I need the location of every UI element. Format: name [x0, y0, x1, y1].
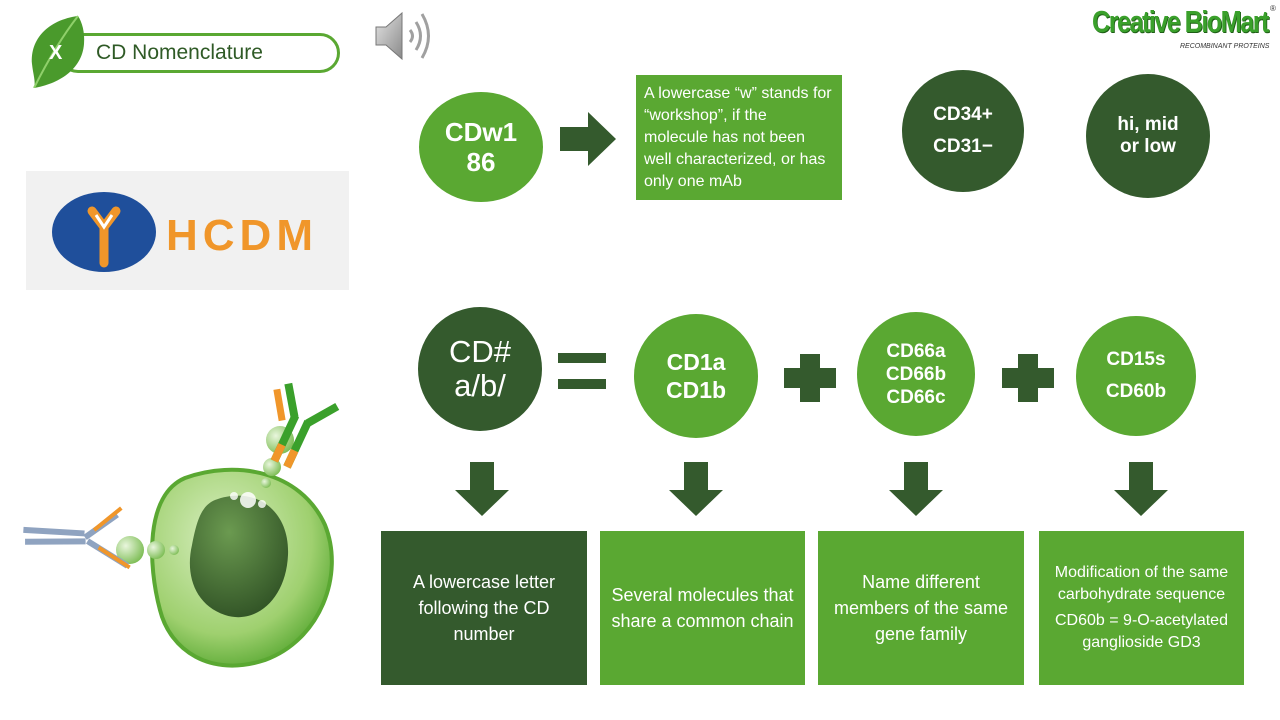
cell-icon [150, 467, 334, 668]
leaf-icon [31, 15, 85, 88]
gene-family-box: Name different members of the same gene … [818, 531, 1024, 685]
brand-name: Creative BioMart [1092, 4, 1269, 39]
cd1-circle: CD1a CD1b [634, 314, 758, 438]
cd-number-circle: CD# a/b/ [418, 307, 542, 431]
common-chain-box: Several molecules that share a common ch… [600, 531, 805, 685]
lowercase-letter-box: A lowercase letter following the CD numb… [381, 531, 587, 685]
title-text: CD Nomenclature [96, 41, 263, 64]
hcdm-emblem-icon [52, 192, 156, 272]
cdw186-circle: CDw1 86 [419, 92, 543, 202]
brand-registered: ® [1270, 4, 1276, 13]
arrow-down-icon [1114, 462, 1168, 516]
antibody-icon [270, 382, 340, 469]
workshop-note: A lowercase “w” stands for “workshop”, i… [636, 75, 842, 200]
plus-icon [1002, 354, 1054, 402]
arrow-down-icon [669, 462, 723, 516]
arrow-right-icon [560, 112, 616, 166]
carbohydrate-box: Modification of the same carbohydrate se… [1039, 531, 1244, 685]
title-badge: X [49, 42, 63, 64]
cell-illustration [23, 382, 340, 668]
antibody-icon [23, 506, 131, 570]
brand-logo: Creative BioMart ® RECOMBINANT PROTEINS [1092, 4, 1276, 56]
cd34-circle: CD34+ CD31− [902, 70, 1024, 192]
arrow-down-icon [455, 462, 509, 516]
cd15s-circle: CD15s CD60b [1076, 316, 1196, 436]
brand-tagline: RECOMBINANT PROTEINS [1180, 43, 1270, 50]
arrow-down-icon [889, 462, 943, 516]
plus-icon [784, 354, 836, 402]
equals-icon [558, 353, 606, 389]
hcdm-text: HCDM [166, 211, 318, 260]
speaker-icon[interactable] [372, 8, 436, 64]
hcdm-logo: HCDM [26, 171, 349, 290]
expression-level-circle: hi, mid or low [1086, 74, 1210, 198]
cd66-circle: CD66a CD66b CD66c [857, 312, 975, 436]
